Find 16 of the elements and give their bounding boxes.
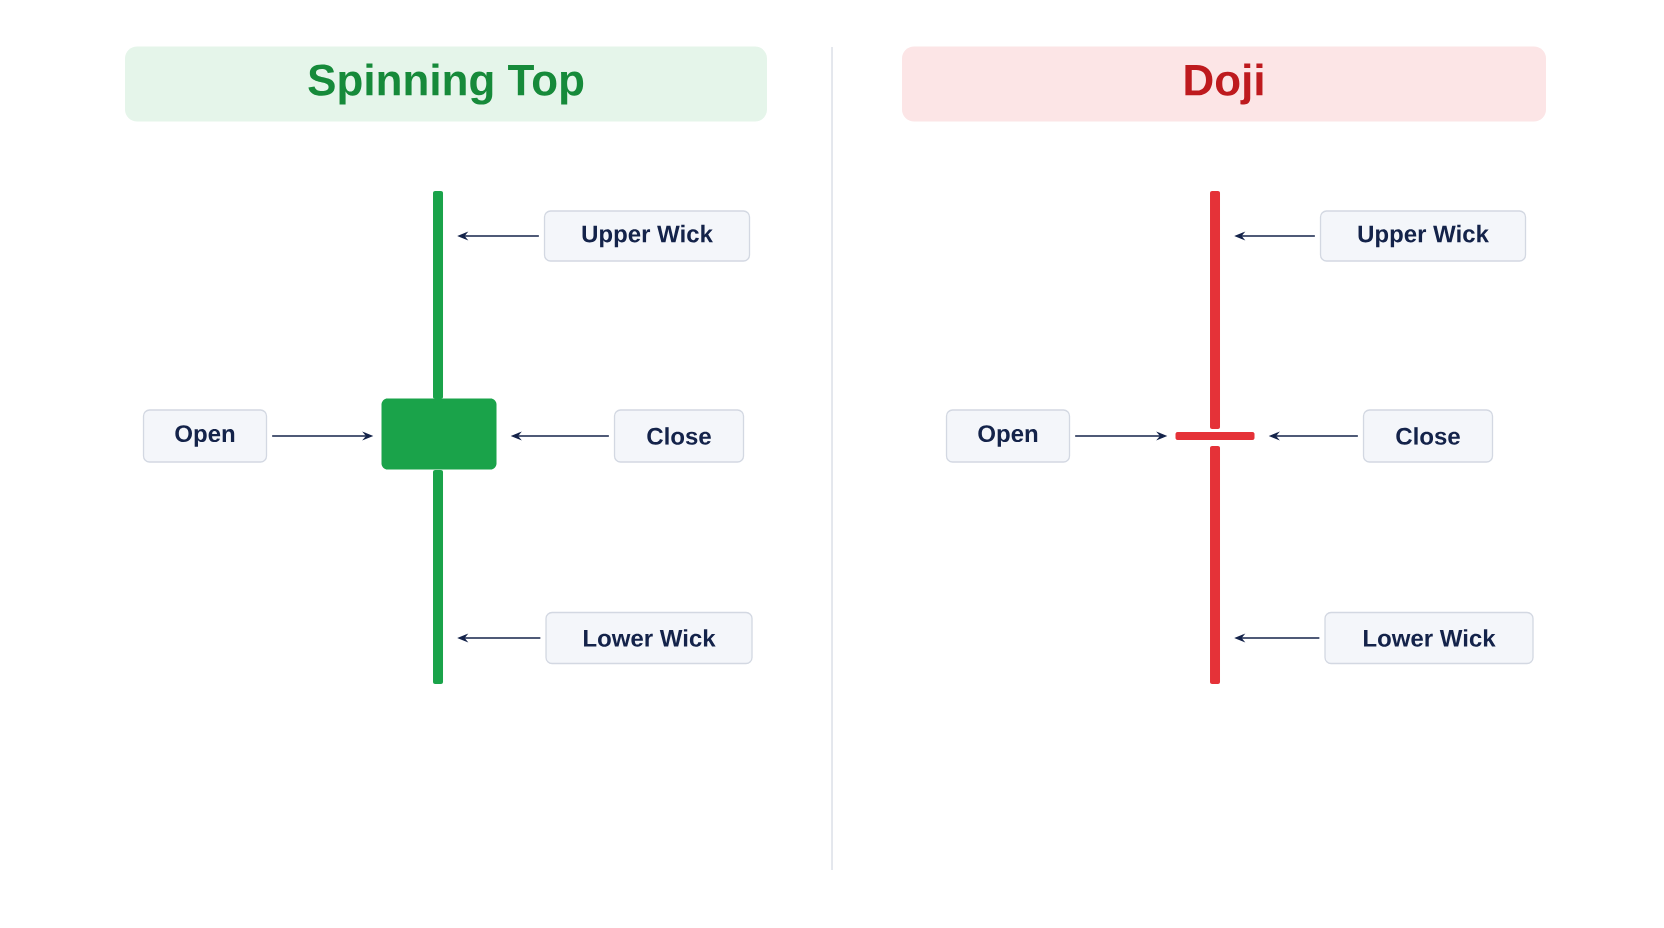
label-box: Open xyxy=(945,409,1071,463)
wick-bar xyxy=(433,470,443,684)
label-box: Open xyxy=(142,409,268,463)
wick-bar xyxy=(1210,191,1220,429)
label-box: Lower Wick xyxy=(1324,611,1534,665)
title-band: Doji xyxy=(902,46,1546,122)
label-box: Upper Wick xyxy=(1319,210,1527,262)
label-box: Lower Wick xyxy=(545,611,753,665)
wick-bar xyxy=(433,191,443,399)
wick-bar xyxy=(1210,446,1220,684)
label-box: Close xyxy=(613,409,745,463)
candle-body xyxy=(381,398,497,470)
wick-bar xyxy=(1175,432,1255,440)
title-band: Spinning Top xyxy=(125,46,767,122)
label-box: Upper Wick xyxy=(543,210,751,262)
label-box: Close xyxy=(1362,409,1494,463)
